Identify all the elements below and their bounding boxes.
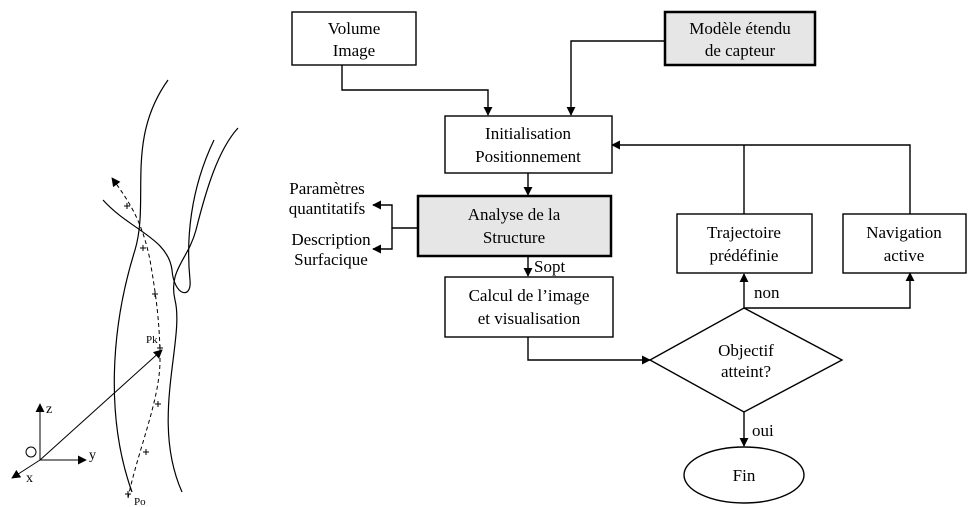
node-active-navigation: Navigation active — [842, 213, 967, 274]
node-sensor-model: Modèle étendu de capteur — [663, 10, 817, 67]
vessel-centerline — [111, 177, 161, 499]
svg-text:Surfacique: Surfacique — [294, 250, 368, 269]
edge-analysis-to-surface — [372, 228, 393, 254]
axis-x — [11, 459, 41, 479]
svg-text:Image: Image — [333, 41, 375, 60]
output-surface-description: Description Surfacique — [291, 230, 371, 269]
svg-text:de capteur: de capteur — [705, 41, 776, 60]
axis-z-label: z — [46, 402, 52, 417]
vessel-branch-inner — [102, 139, 215, 294]
svg-text:Trajectoire: Trajectoire — [707, 223, 781, 242]
svg-text:atteint?: atteint? — [721, 362, 771, 381]
edge-calc-to-decision — [527, 337, 651, 365]
origin-circle — [25, 446, 37, 458]
svg-text:Paramètres: Paramètres — [289, 179, 365, 198]
flowchart: Volume Image Modèle étendu de capteur In… — [289, 10, 967, 504]
vessel-right-wall-lower — [167, 127, 239, 493]
svg-text:Analyse de la: Analyse de la — [468, 205, 561, 224]
edge-volume-to-init — [341, 65, 493, 116]
svg-text:Description: Description — [291, 230, 371, 249]
position-vector — [39, 349, 163, 461]
label-oui: oui — [752, 421, 774, 440]
sopt-label: Sopt — [534, 257, 565, 276]
centerline-markers — [124, 203, 163, 497]
node-image-calc: Calcul de l’image et visualisation — [444, 276, 614, 338]
label-po: Po — [134, 496, 146, 507]
node-objective-decision: Objectif atteint? — [648, 307, 844, 413]
svg-text:prédéfinie: prédéfinie — [710, 246, 779, 265]
vessel-sketch: Pk Po z y x — [11, 79, 239, 507]
svg-text:Fin: Fin — [733, 466, 756, 485]
axis-y-label: y — [89, 448, 96, 463]
output-quantitative-params: Paramètres quantitatifs — [289, 179, 365, 218]
svg-text:active: active — [884, 246, 925, 265]
node-volume-image: Volume Image — [291, 11, 417, 66]
label-pk: Pk — [146, 334, 158, 346]
svg-text:Modèle étendu: Modèle étendu — [689, 19, 791, 38]
node-predefined-trajectory: Trajectoire prédéfinie — [676, 213, 813, 274]
node-end: Fin — [683, 446, 805, 504]
svg-text:Calcul de l’image: Calcul de l’image — [469, 286, 590, 305]
svg-text:Navigation: Navigation — [866, 223, 942, 242]
edge-navigation-to-init — [611, 140, 911, 214]
svg-text:Volume: Volume — [328, 19, 381, 38]
edge-decision-to-navigation — [744, 272, 915, 309]
svg-text:et visualisation: et visualisation — [478, 309, 581, 328]
svg-text:Structure: Structure — [483, 228, 545, 247]
label-non: non — [754, 283, 780, 302]
svg-text:Objectif: Objectif — [718, 341, 774, 360]
svg-text:Initialisation: Initialisation — [485, 124, 571, 143]
axis-x-label: x — [26, 471, 33, 486]
edge-analysis-to-params — [372, 200, 418, 229]
svg-text:quantitatifs: quantitatifs — [289, 199, 365, 218]
node-structure-analysis: Analyse de la Structure — [416, 194, 613, 258]
node-init-positioning: Initialisation Positionnement — [444, 115, 613, 174]
svg-text:Positionnement: Positionnement — [475, 147, 581, 166]
vessel-left-wall — [113, 79, 169, 493]
